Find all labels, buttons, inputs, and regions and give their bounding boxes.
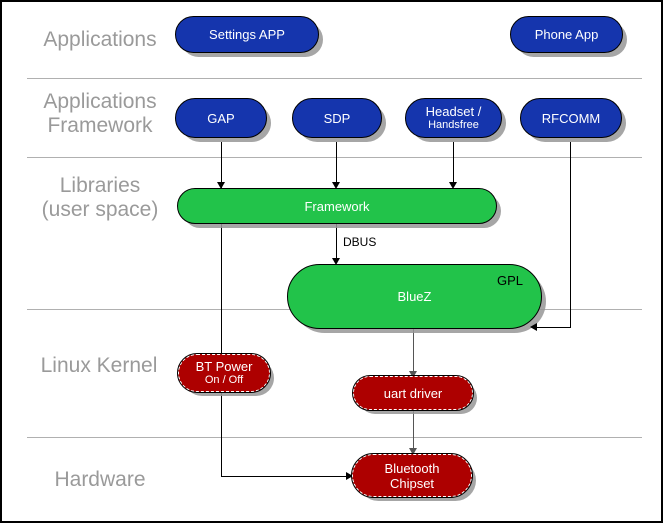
edge-uart-to-chipset (413, 410, 414, 454)
node-bt-power-label: BT Power (195, 359, 253, 374)
node-bt-power[interactable]: BT Power On / Off (177, 353, 271, 393)
edge-sdp-to-framework (336, 142, 337, 184)
divider-applications-framework (27, 157, 642, 158)
node-phone-app[interactable]: Phone App (510, 16, 623, 53)
node-rfcomm-label: RFCOMM (541, 110, 601, 126)
node-framework[interactable]: Framework (177, 188, 497, 224)
edge-gap-to-chipset-vertical (221, 142, 222, 476)
layer-label-applications: Applications (43, 28, 157, 51)
node-bluetooth-chipset[interactable]: Bluetooth Chipset (351, 453, 473, 498)
node-uart-driver[interactable]: uart driver (352, 375, 474, 411)
node-rfcomm[interactable]: RFCOMM (520, 98, 622, 138)
node-headset-handsfree[interactable]: Headset / Handsfree (405, 98, 502, 138)
node-gap-label: GAP (207, 110, 235, 126)
node-bluez-label: BlueZ (397, 289, 432, 304)
layer-label-linux-kernel: Linux Kernel (40, 354, 158, 377)
edge-gap-to-chipset-horizontal (221, 476, 348, 477)
edge-rfcomm-to-bluez-vertical (570, 142, 571, 328)
node-sdp[interactable]: SDP (292, 98, 382, 138)
node-bluetooth-chipset-label: Bluetooth (384, 460, 440, 476)
node-gap[interactable]: GAP (175, 98, 267, 138)
node-settings-app-label: Settings APP (209, 27, 285, 42)
edge-framework-to-bluez-arrowhead (332, 258, 340, 265)
edge-sdp-to-framework-arrowhead (332, 182, 340, 189)
node-headset-sublabel: Handsfree (428, 119, 479, 131)
node-sdp-label: SDP (323, 110, 351, 126)
node-framework-label: Framework (304, 198, 370, 214)
node-bluez-gpl-tag: GPL (496, 273, 523, 288)
node-settings-app[interactable]: Settings APP (175, 16, 319, 53)
edge-rfcomm-to-bluez-arrowhead (530, 323, 537, 331)
layer-label-applications-framework: Applications Framework (43, 90, 157, 137)
edge-label-dbus: DBUS (341, 235, 379, 249)
node-headset-label: Headset / (425, 104, 482, 119)
divider-applications (27, 78, 642, 79)
edge-bluez-to-uart-arrowhead (409, 371, 417, 378)
node-bluez[interactable]: GPL BlueZ (287, 264, 542, 329)
node-phone-app-label: Phone App (534, 27, 599, 42)
edge-headset-to-framework-arrowhead (449, 182, 457, 189)
edge-framework-to-bluez (336, 224, 337, 262)
edge-bluez-to-uart (413, 324, 414, 376)
node-bt-power-sublabel: On / Off (204, 374, 244, 386)
node-uart-driver-label: uart driver (383, 385, 443, 401)
divider-linux-kernel (27, 437, 642, 438)
edge-gap-to-chipset-arrowhead (346, 472, 353, 480)
edge-rfcomm-to-bluez-horizontal (536, 327, 571, 328)
edge-headset-to-framework (453, 142, 454, 184)
edge-uart-to-chipset-arrowhead (409, 448, 417, 455)
layer-label-libraries: Libraries (user space) (41, 174, 159, 221)
node-bluetooth-chipset-sublabel: Chipset (389, 475, 435, 491)
edge-gap-to-framework-arrowhead (217, 182, 225, 189)
layer-label-hardware: Hardware (54, 468, 146, 491)
